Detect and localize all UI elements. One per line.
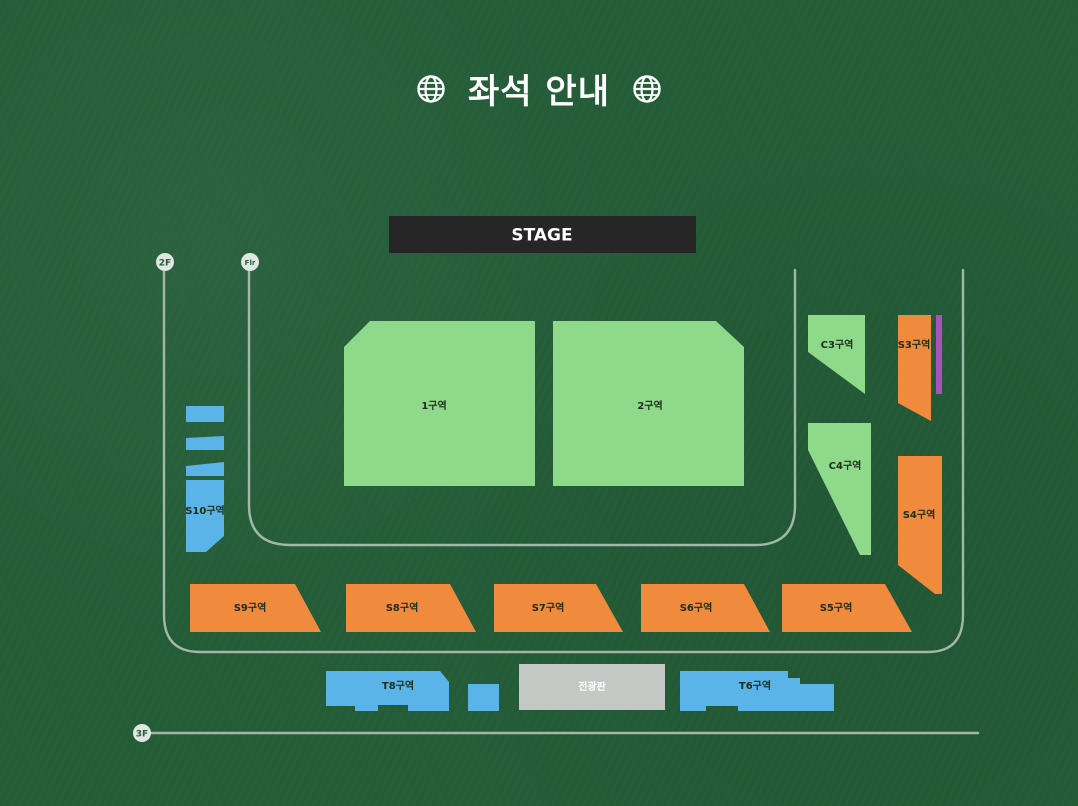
zone-s9-label: S9구역 [234,601,267,614]
zone-s7[interactable]: S7구역 [494,584,623,632]
zone-2[interactable]: 2구역 [553,321,744,486]
zone-t8-label: T8구역 [382,679,414,692]
page-title: 좌석 안내 [0,64,1078,113]
level-marker-2f: 2F [156,253,174,271]
zone-s10[interactable]: S10구역 [185,406,225,552]
svg-text:2F: 2F [159,259,171,269]
zone-s6-label: S6구역 [680,601,713,614]
level-marker-3f: 3F [133,724,151,742]
zone-t7-block[interactable] [468,684,499,711]
outer-2f-ring [162,266,965,654]
zone-s3-label: S3구역 [898,338,931,351]
zone-s4[interactable]: S4구역 [898,456,942,594]
zone-s9[interactable]: S9구역 [190,584,321,632]
zone-s5-label: S5구역 [820,601,853,614]
zone-s5[interactable]: S5구역 [782,584,912,632]
zone-s4-label: S4구역 [903,508,936,521]
zone-1[interactable]: 1구역 [344,321,535,486]
zone-c3[interactable]: C3구역 [808,315,865,394]
zone-t6[interactable]: T6구역 [680,671,834,711]
accent-bar [936,315,942,394]
svg-text:3F: 3F [136,730,148,740]
globe-icon [633,74,661,103]
control-booth: 전광판 [519,664,665,710]
zone-2-label: 2구역 [637,399,662,412]
zone-c3-label: C3구역 [821,338,854,351]
zone-t8[interactable]: T8구역 [326,671,449,711]
zone-s8-label: S8구역 [386,601,419,614]
zone-c4[interactable]: C4구역 [808,423,871,555]
svg-text:Flr: Flr [245,259,256,267]
zone-s10-label: S10구역 [185,504,225,517]
zone-s6[interactable]: S6구역 [641,584,770,632]
zone-1-label: 1구역 [421,399,446,412]
stage: STAGE [389,216,696,253]
inner-floor-ring [247,266,797,547]
zone-s7-label: S7구역 [532,601,565,614]
guide-lines [148,266,980,735]
zone-t6-label: T6구역 [739,679,771,692]
zone-s3[interactable]: S3구역 [898,315,931,421]
globe-icon [417,74,445,103]
level-marker-floor: Flr [241,253,259,271]
zone-c4-label: C4구역 [829,459,862,472]
zone-s8[interactable]: S8구역 [346,584,476,632]
title-text: 좌석 안내 [468,72,610,112]
stage-label: STAGE [511,226,572,246]
control-booth-label: 전광판 [578,680,606,693]
